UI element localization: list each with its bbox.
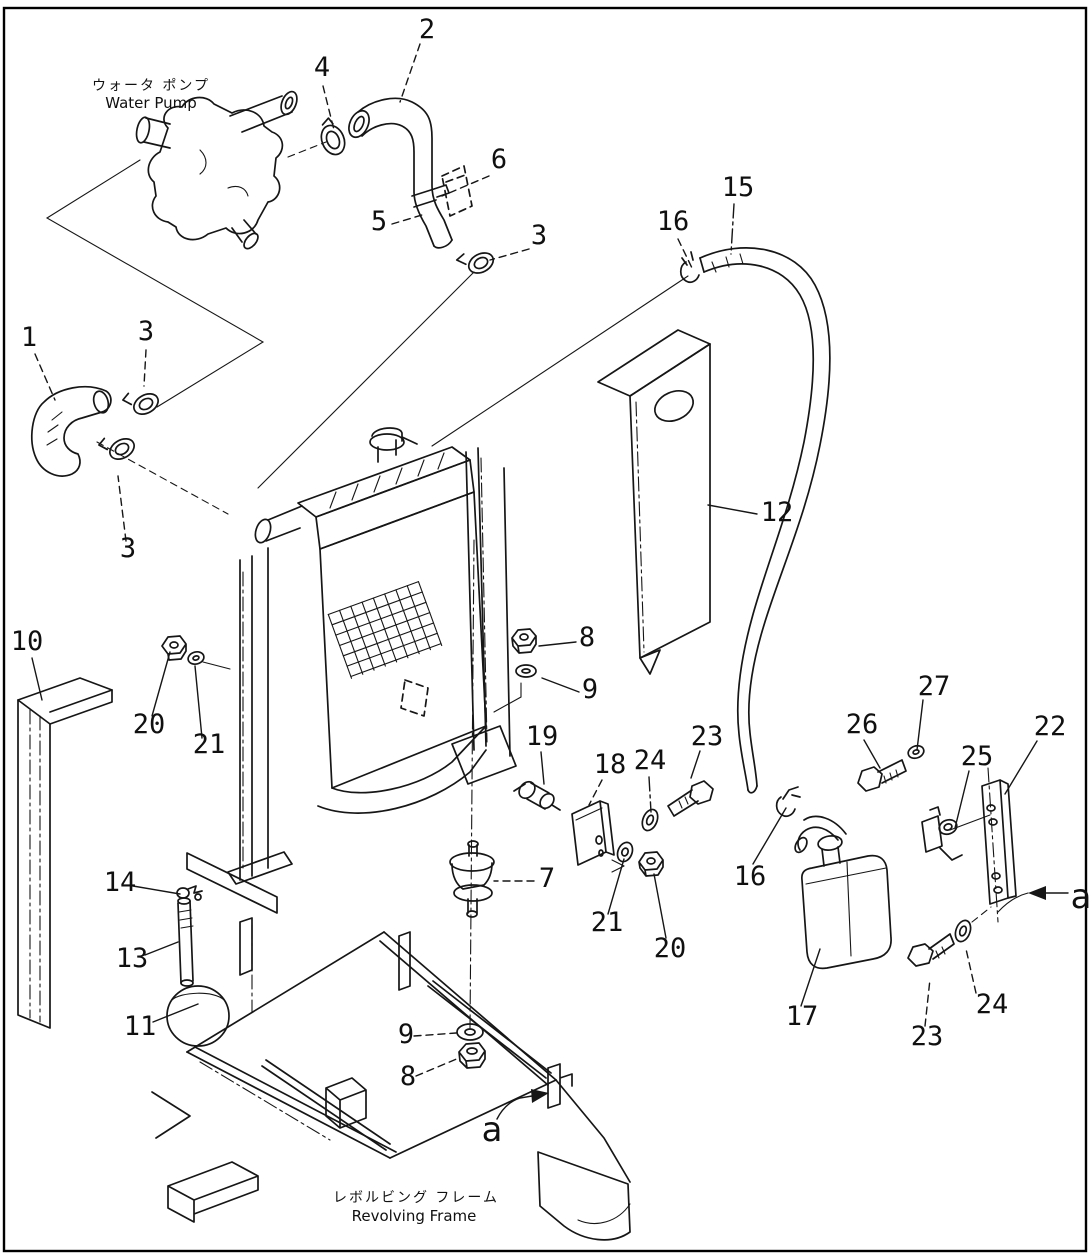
reserve-tank-17-drawing	[794, 815, 892, 970]
bolt-23-br-drawing	[907, 933, 955, 967]
callout-12: 12	[761, 497, 794, 528]
nut-8-bottom-drawing	[458, 1042, 486, 1069]
view-label-a-bottom: a	[482, 1110, 503, 1150]
rod-13-drawing	[177, 897, 194, 987]
callout-8-bottom: 8	[400, 1061, 416, 1092]
callout-22: 22	[1034, 711, 1067, 742]
washer-21-mid-drawing	[616, 841, 634, 863]
nut-20-left-drawing	[161, 635, 187, 661]
callout-1: 1	[21, 322, 37, 353]
callout-15: 15	[722, 172, 755, 203]
callout-20-left: 20	[133, 709, 166, 740]
nut-20-mid-drawing	[638, 851, 664, 877]
outlet-hose-drawing	[348, 97, 473, 249]
callout-25: 25	[961, 741, 994, 772]
callout-3-top: 3	[531, 220, 547, 251]
frame-boss-11-drawing	[166, 985, 230, 1047]
baffle-strip-10-drawing	[17, 677, 113, 1029]
tank-bracket-22-drawing	[981, 779, 1017, 905]
callout-9-upper: 9	[582, 674, 598, 705]
page-border	[2, 6, 1088, 1253]
callout-9-bottom: 9	[398, 1019, 414, 1050]
revolving-frame-label-jp: レボルビング フレーム	[333, 1190, 499, 1206]
callout-27: 27	[918, 671, 951, 702]
callout-21-mid: 21	[591, 907, 624, 938]
callout-10: 10	[11, 626, 44, 657]
hose-clamp-3-top-drawing	[455, 252, 495, 274]
washer-21-left-drawing	[187, 650, 205, 666]
revolving-frame-label-en: Revolving Frame	[352, 1207, 477, 1225]
callout-21-left: 21	[193, 729, 226, 760]
bolt-23-mid-drawing	[667, 780, 714, 817]
callout-2: 2	[419, 14, 435, 45]
leader-lines	[31, 43, 1038, 1077]
callout-17: 17	[786, 1001, 819, 1032]
callout-20-mid: 20	[654, 933, 687, 964]
hose-clamp-3a-drawing	[122, 392, 159, 415]
callout-labels: 2 4 6 15 16 5 3 1 3 3 12 10 8 9 20 21 19…	[11, 14, 1090, 1150]
callout-26: 26	[846, 709, 879, 740]
callout-13: 13	[116, 943, 149, 974]
water-pump-label-en: Water Pump	[105, 94, 197, 112]
washer-9-upper-drawing	[515, 664, 537, 678]
callout-19: 19	[526, 721, 559, 752]
view-arrow-bottom	[496, 1089, 549, 1120]
callout-7: 7	[539, 863, 555, 894]
washer-9-bottom-drawing	[456, 1023, 484, 1041]
view-arrow-right	[997, 886, 1069, 913]
callout-16-low: 16	[734, 861, 767, 892]
cushion-mount-7-drawing	[449, 840, 495, 918]
hose-clip-16-top-drawing	[679, 251, 700, 284]
washer-24-br-drawing	[954, 919, 972, 943]
callout-8-upper: 8	[579, 622, 595, 653]
hose-clamp-3b-drawing	[98, 437, 135, 460]
callout-18: 18	[594, 749, 627, 780]
callout-24-mid: 24	[634, 745, 667, 776]
text-annotations: ウォータ ポンプ Water Pump レボルビング フレーム Revolvin…	[92, 78, 499, 1225]
core-hatch	[327, 581, 443, 679]
water-pump-label-jp: ウォータ ポンプ	[92, 78, 210, 94]
callout-3-low: 3	[120, 533, 136, 564]
reserve-hose-15-drawing	[699, 247, 831, 794]
washer-24-mid-drawing	[641, 808, 659, 832]
callout-4: 4	[314, 52, 330, 83]
callout-14: 14	[104, 867, 137, 898]
view-label-a-right: a	[1071, 877, 1090, 917]
callout-23-mid: 23	[691, 721, 724, 752]
callout-11: 11	[124, 1011, 157, 1042]
tank-clamp-25-drawing	[921, 806, 963, 861]
revolving-frame-drawing	[151, 917, 631, 1241]
callout-3-mid: 3	[138, 316, 154, 347]
callout-5: 5	[371, 206, 387, 237]
water-pump-drawing	[135, 90, 298, 250]
callout-23-br: 23	[911, 1021, 944, 1052]
baffle-plate-12-drawing	[597, 329, 711, 675]
nut-8-upper-drawing	[511, 628, 537, 654]
assembly-axis-lines	[45, 141, 999, 1029]
bracket-18-drawing	[571, 800, 625, 873]
callout-16-top: 16	[657, 206, 690, 237]
hose-clip-16-bottom-drawing	[775, 786, 801, 818]
bolt-26-drawing	[857, 759, 907, 792]
callout-24-br: 24	[976, 989, 1009, 1020]
drain-cock-19-drawing	[513, 780, 561, 811]
callout-6: 6	[491, 144, 507, 175]
radiator-drawing	[186, 427, 517, 914]
washer-27-drawing	[907, 744, 925, 760]
inlet-hose-drawing	[31, 385, 112, 477]
